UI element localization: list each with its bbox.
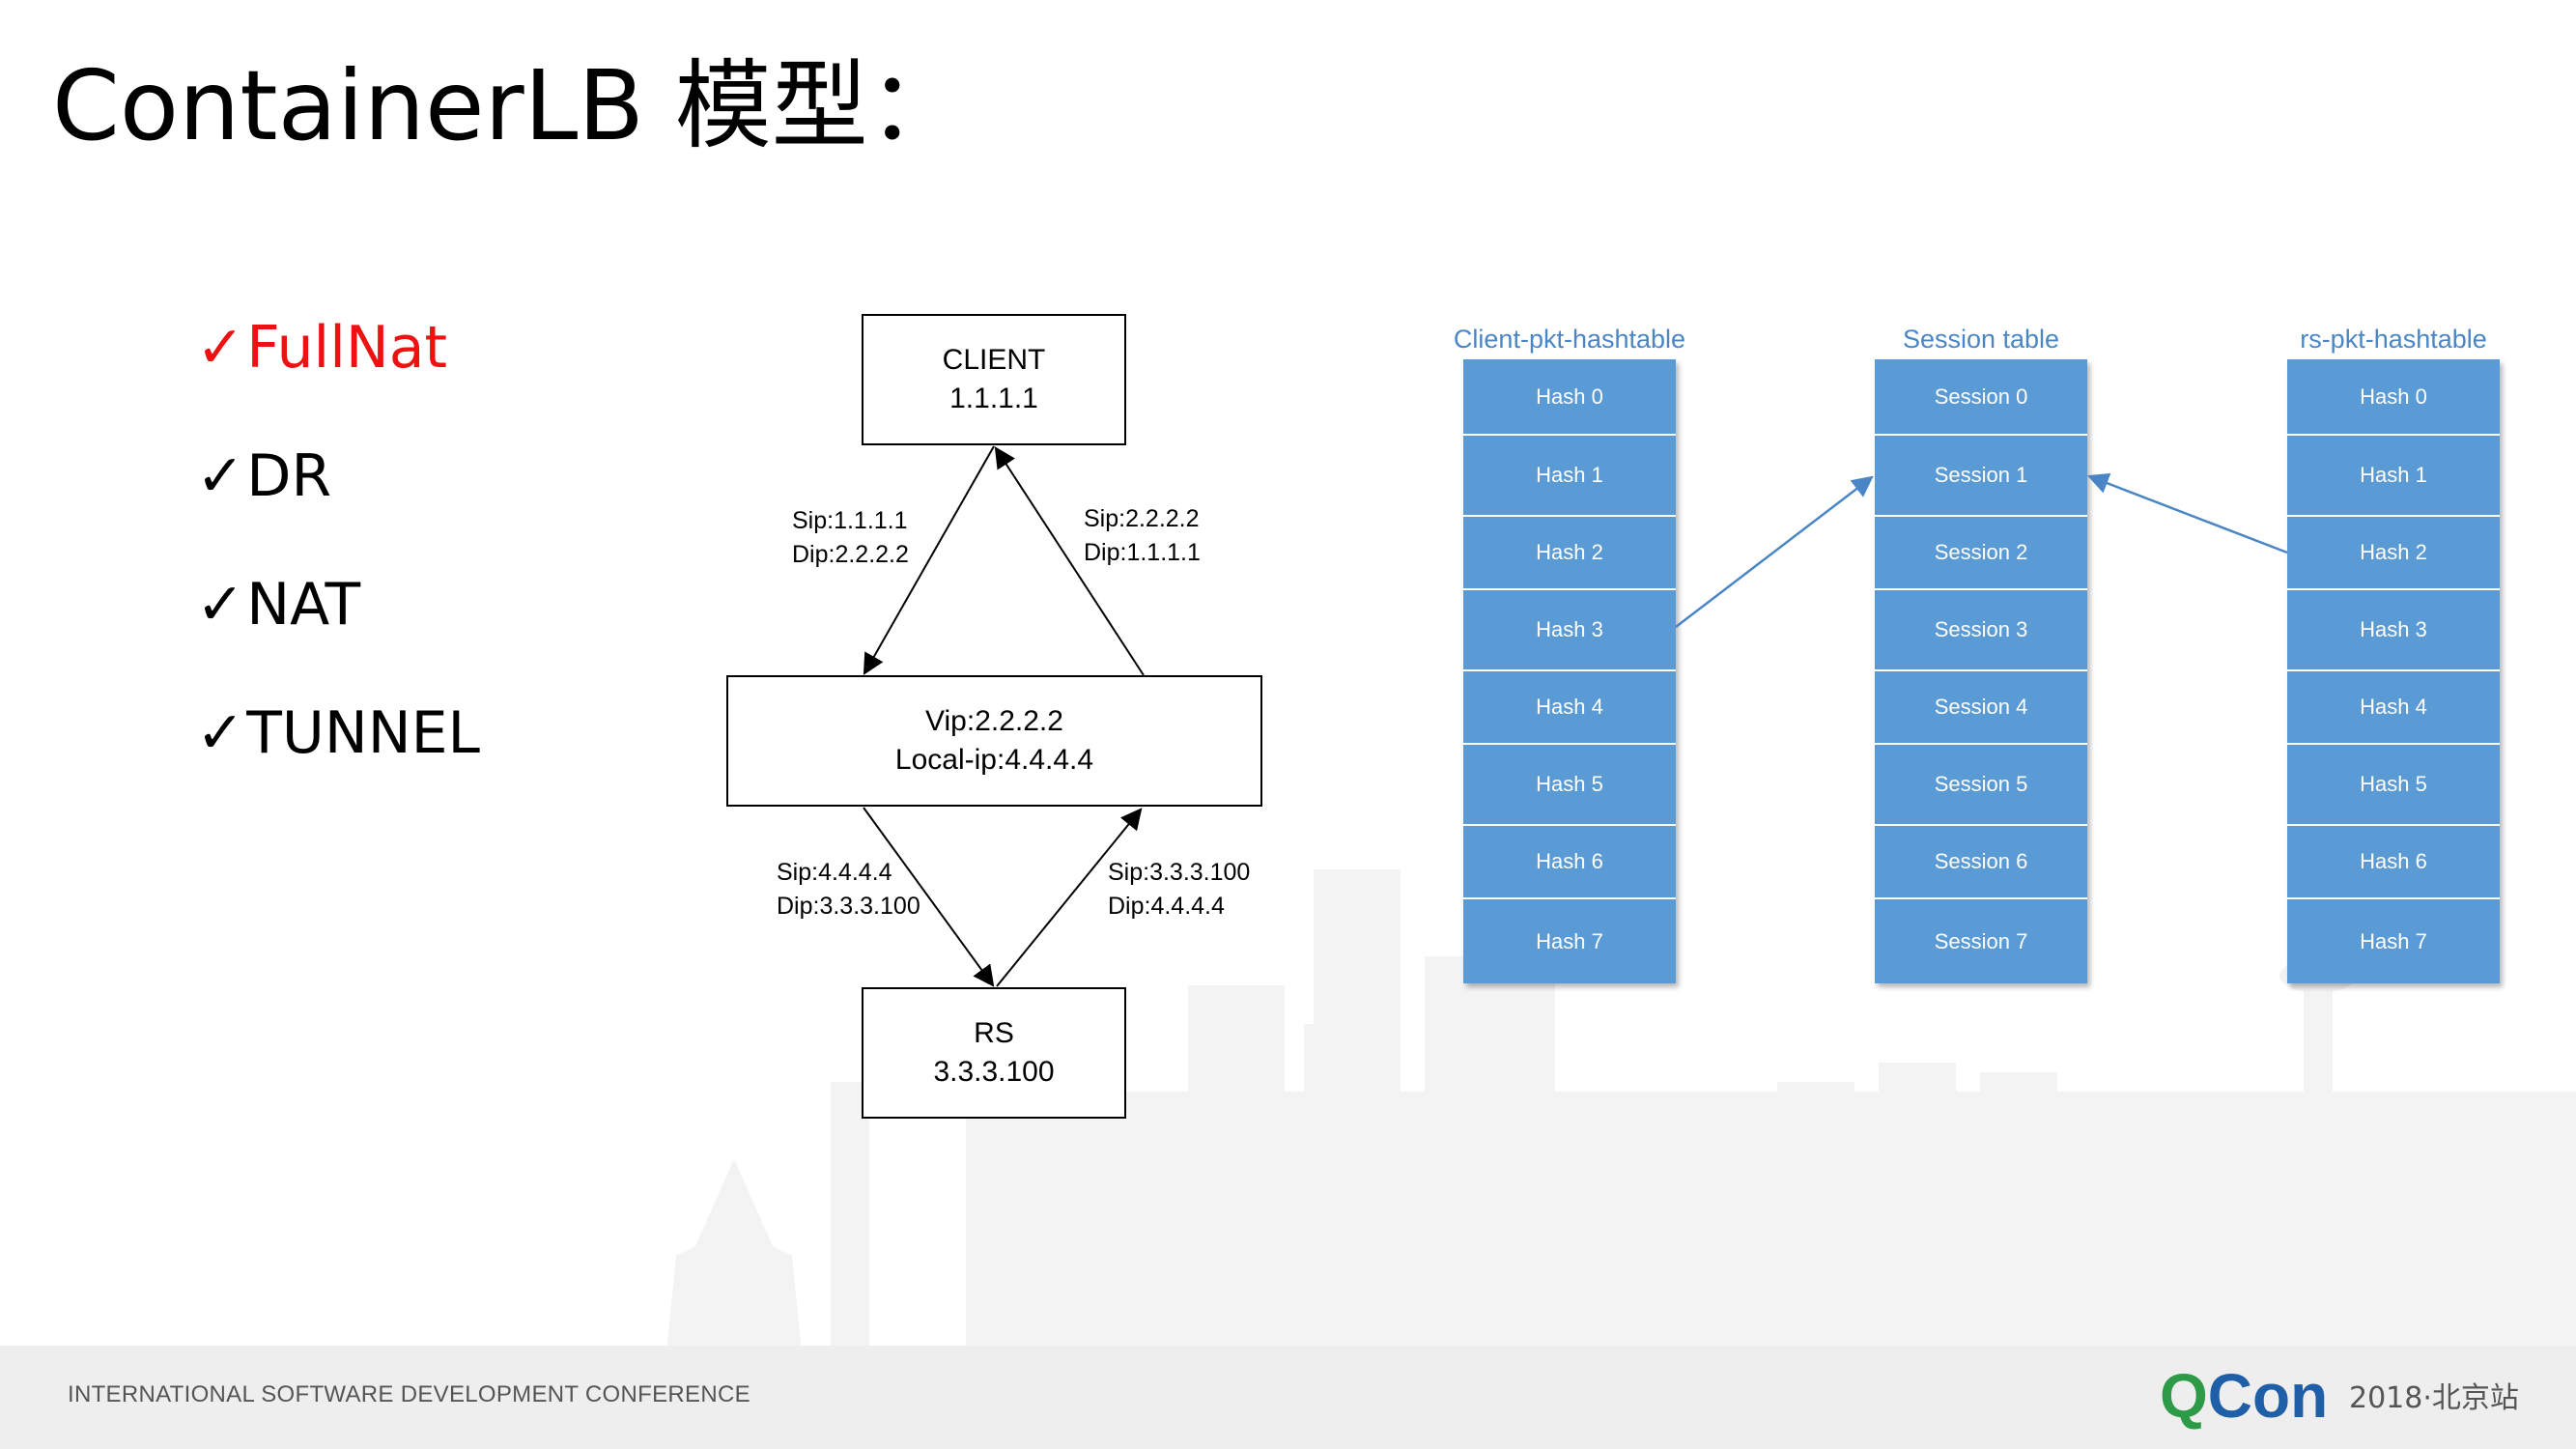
edge-label-sip: Sip:4.4.4.4 [777,859,892,886]
edge-label-sip: Sip:1.1.1.1 [792,507,908,534]
client-hash-cell-5: Hash 5 [1463,743,1676,824]
rs-node-ip: 3.3.3.100 [933,1056,1055,1088]
session-cell-1: Session 1 [1875,434,2087,515]
session-table: Session 0 Session 1 Session 2 Session 3 … [1875,359,2087,983]
rs-hash-cell-4: Hash 4 [2287,669,2500,743]
rs-hash-cell-6: Hash 6 [2287,824,2500,897]
client-hash-cell-3: Hash 3 [1463,588,1676,669]
edge-label-client-to-lb: Sip:1.1.1.1 Dip:2.2.2.2 [792,504,909,572]
mode-label: TUNNEL [246,699,480,767]
client-node-ip: 1.1.1.1 [949,383,1038,414]
check-icon: ✓ [196,314,245,382]
mode-label: DR [246,442,332,510]
check-icon: ✓ [196,699,245,767]
rs-hash-cell-1: Hash 1 [2287,434,2500,515]
session-cell-6: Session 6 [1875,824,2087,897]
rs-node-name: RS [974,1017,1014,1049]
mode-label: FullNat [246,314,448,382]
client-node-name: CLIENT [942,344,1046,376]
lb-node-vip: Vip:2.2.2.2 [925,705,1063,737]
client-hash-cell-2: Hash 2 [1463,515,1676,588]
client-node: CLIENT 1.1.1.1 [862,314,1126,445]
edge-label-dip: Dip:1.1.1.1 [1084,539,1201,566]
check-icon: ✓ [196,442,245,510]
rs-hash-cell-2: Hash 2 [2287,515,2500,588]
qcon-logo: QCon [2160,1357,2328,1435]
mode-item-tunnel: ✓TUNNEL [196,699,480,767]
logo-q: Q [2160,1361,2208,1431]
session-cell-7: Session 7 [1875,897,2087,983]
edge-label-dip: Dip:4.4.4.4 [1108,893,1225,920]
edge-label-sip: Sip:3.3.3.100 [1108,859,1251,886]
session-cell-0: Session 0 [1875,359,2087,434]
client-hashtable: Hash 0 Hash 1 Hash 2 Hash 3 Hash 4 Hash … [1463,359,1676,983]
check-icon: ✓ [196,571,245,639]
client-hash-cell-0: Hash 0 [1463,359,1676,434]
conference-name: INTERNATIONAL SOFTWARE DEVELOPMENT CONFE… [68,1381,750,1407]
rs-hashtable: Hash 0 Hash 1 Hash 2 Hash 3 Hash 4 Hash … [2287,359,2500,983]
client-hash-cell-4: Hash 4 [1463,669,1676,743]
rs-hash-cell-7: Hash 7 [2287,897,2500,983]
rs-node: RS 3.3.3.100 [862,987,1126,1119]
client-hash-cell-7: Hash 7 [1463,897,1676,983]
rs-hash-cell-0: Hash 0 [2287,359,2500,434]
edge-label-lb-to-rs: Sip:4.4.4.4 Dip:3.3.3.100 [777,856,920,923]
client-hashtable-title: Client-pkt-hashtable [1453,325,1686,354]
session-table-title: Session table [1902,325,2060,354]
lb-node: Vip:2.2.2.2 Local-ip:4.4.4.4 [726,675,1262,807]
session-cell-3: Session 3 [1875,588,2087,669]
mode-item-nat: ✓NAT [196,571,360,639]
edge-label-rs-to-lb: Sip:3.3.3.100 Dip:4.4.4.4 [1108,856,1250,923]
rs-hashtable-title: rs-pkt-hashtable [2300,325,2487,354]
client-hash-cell-6: Hash 6 [1463,824,1676,897]
client-hash-cell-1: Hash 1 [1463,434,1676,515]
lb-node-local-ip: Local-ip:4.4.4.4 [894,744,1094,776]
mode-label: NAT [246,571,361,639]
session-cell-2: Session 2 [1875,515,2087,588]
rs-hash-cell-3: Hash 3 [2287,588,2500,669]
slide-title: ContainerLB 模型： [52,49,965,162]
logo-con: Con [2207,1361,2329,1431]
mode-item-dr: ✓DR [196,442,331,510]
session-cell-5: Session 5 [1875,743,2087,824]
edge-label-dip: Dip:3.3.3.100 [777,893,920,920]
edge-label-dip: Dip:2.2.2.2 [792,541,909,568]
mode-item-fullnat: ✓FullNat [196,314,447,382]
footer-bar [0,1346,2576,1449]
session-cell-4: Session 4 [1875,669,2087,743]
logo-subtitle: 2018·北京站 [2349,1381,2519,1415]
edge-label-sip: Sip:2.2.2.2 [1084,505,1200,532]
rs-hash-cell-5: Hash 5 [2287,743,2500,824]
edge-label-lb-to-client: Sip:2.2.2.2 Dip:1.1.1.1 [1084,502,1201,570]
